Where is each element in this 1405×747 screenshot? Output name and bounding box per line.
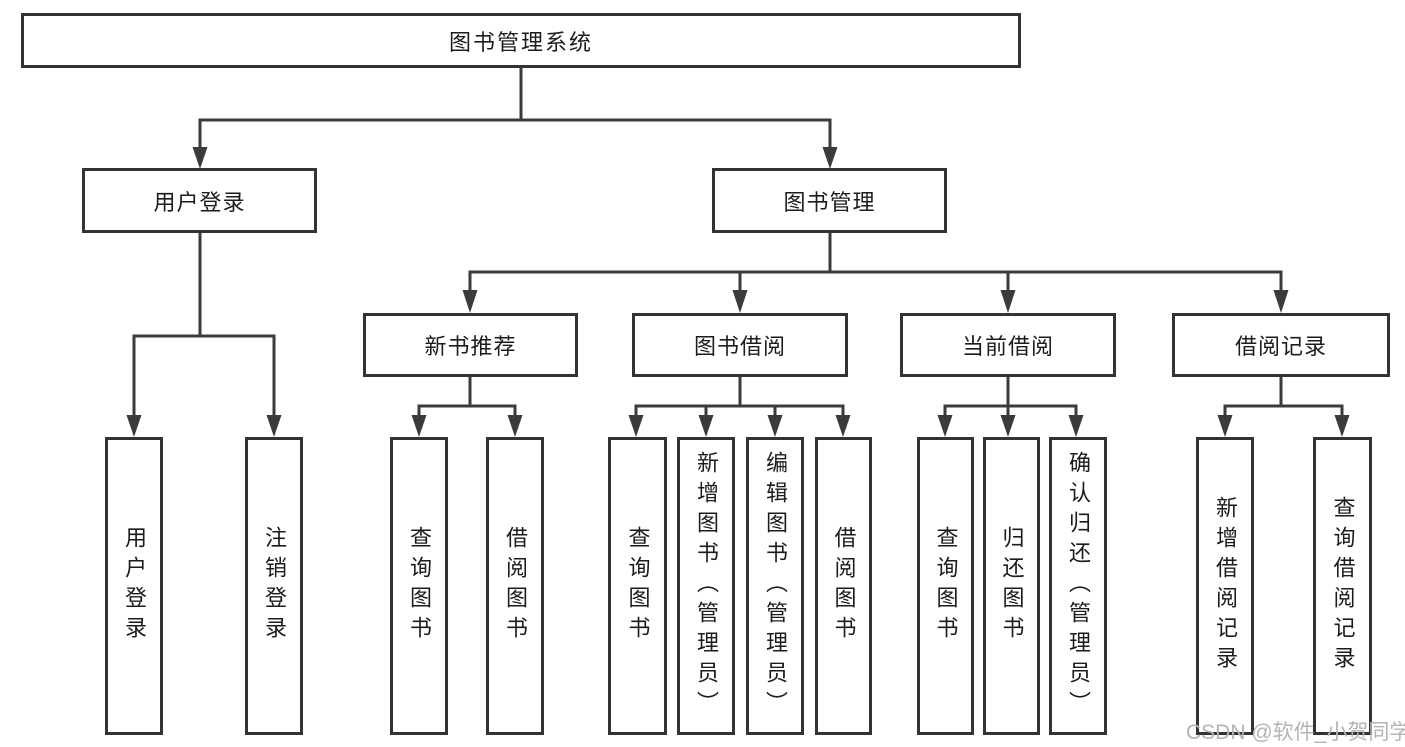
node-logout-action: 注销登录 <box>245 437 303 735</box>
node-return-books: 归还图书 <box>983 437 1040 735</box>
node-label: 注销登录 <box>262 526 287 646</box>
node-label: 查询图书 <box>933 526 959 646</box>
node-new-book-recommend: 新书推荐 <box>363 313 578 377</box>
connector-book-management-children <box>462 233 1289 313</box>
node-add-borrow-record: 新增借阅记录 <box>1196 437 1254 735</box>
node-borrow-books-1: 借阅图书 <box>486 437 544 735</box>
node-label: 新增图书（管理员） <box>694 451 719 721</box>
node-current-borrow: 当前借阅 <box>900 313 1116 377</box>
node-borrow-records: 借阅记录 <box>1172 313 1390 377</box>
node-label: 新增借阅记录 <box>1213 496 1238 676</box>
node-borrow-books-2: 借阅图书 <box>815 437 872 735</box>
node-user-login-action: 用户登录 <box>105 437 163 735</box>
node-book-management: 图书管理 <box>712 168 947 233</box>
node-label: 借阅图书 <box>503 526 528 646</box>
node-user-login: 用户登录 <box>82 168 317 233</box>
csdn-watermark: CSDN @软件_小贺同学 <box>1186 721 1405 744</box>
connector-user-login-children <box>126 233 282 437</box>
node-label: 查询图书 <box>625 526 651 646</box>
node-edit-books-admin: 编辑图书（管理员） <box>746 437 804 735</box>
node-confirm-return-admin: 确认归还（管理员） <box>1049 437 1107 735</box>
node-book-borrow: 图书借阅 <box>632 313 848 377</box>
connector-borrow-records-children <box>1217 377 1350 437</box>
connector-new-book-children <box>411 377 523 437</box>
connector-root-to-level2 <box>192 68 838 169</box>
connector-current-borrow-children <box>937 377 1084 437</box>
node-label: 确认归还（管理员） <box>1066 451 1091 721</box>
node-label: 借阅图书 <box>831 526 857 646</box>
node-label: 编辑图书（管理员） <box>763 451 788 721</box>
node-label: 查询图书 <box>407 526 432 646</box>
node-label: 归还图书 <box>999 526 1025 646</box>
node-label: 查询借阅记录 <box>1330 496 1356 676</box>
node-root: 图书管理系统 <box>21 13 1021 68</box>
node-query-books-2: 查询图书 <box>608 437 667 735</box>
node-query-books-3: 查询图书 <box>917 437 974 735</box>
node-label: 用户登录 <box>122 526 147 646</box>
connector-book-borrow-children <box>628 377 851 437</box>
node-query-books-1: 查询图书 <box>390 437 448 735</box>
node-add-books-admin: 新增图书（管理员） <box>677 437 735 735</box>
node-query-borrow-record: 查询借阅记录 <box>1313 437 1372 735</box>
